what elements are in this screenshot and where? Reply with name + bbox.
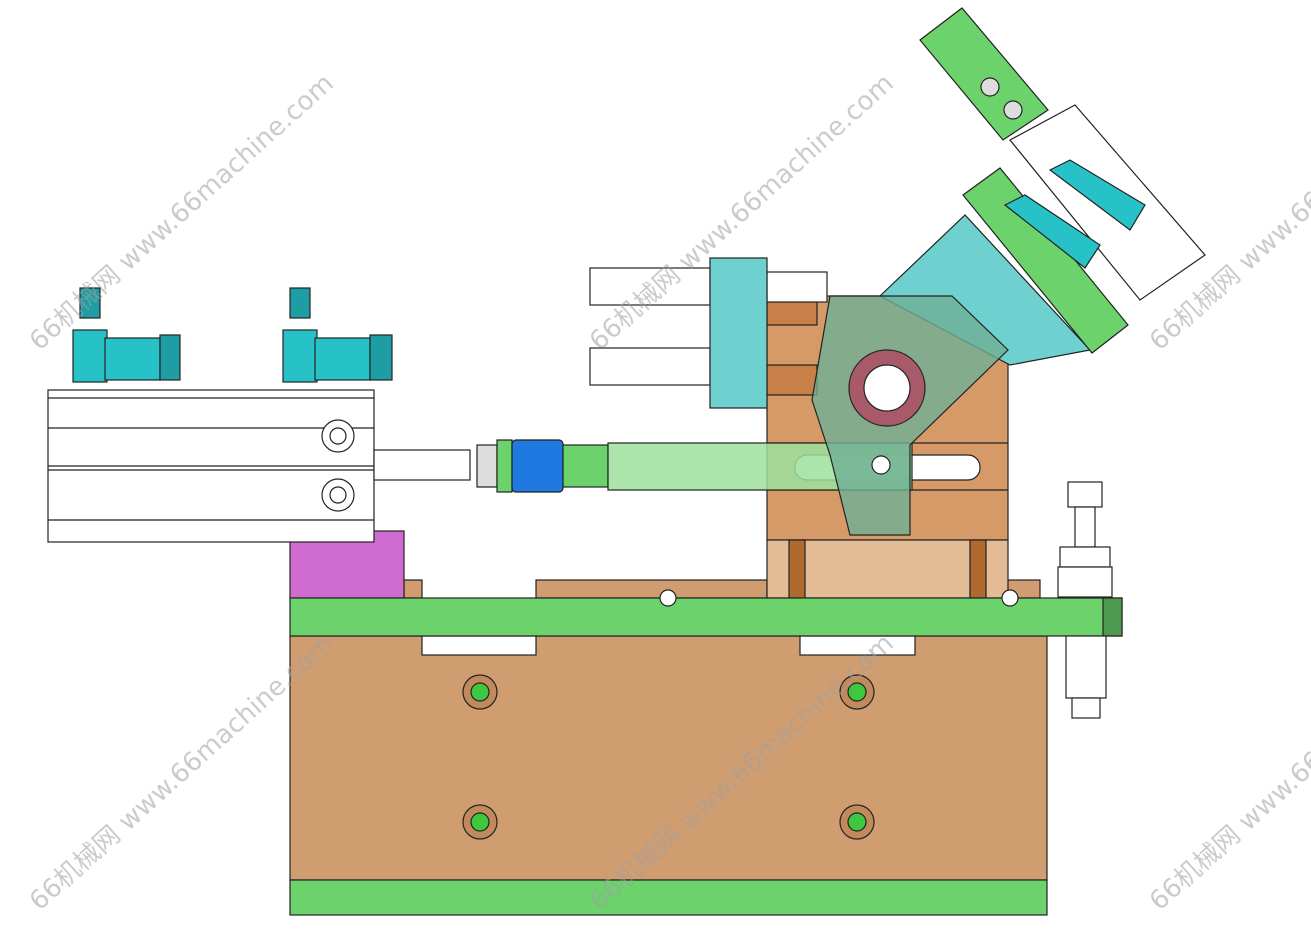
blue-coupling xyxy=(511,439,564,493)
upright-lower xyxy=(766,539,1009,599)
pin xyxy=(589,347,711,386)
green-clamp-plate xyxy=(962,167,1129,354)
flow-control-fitting xyxy=(72,287,393,383)
screw xyxy=(766,299,818,326)
plate-end xyxy=(1102,597,1123,637)
pin xyxy=(589,267,711,306)
notch xyxy=(421,635,537,656)
spacer xyxy=(535,579,768,599)
cyan-block xyxy=(709,257,768,409)
nut xyxy=(496,439,513,493)
nut xyxy=(476,444,498,488)
screw xyxy=(766,364,818,396)
pin xyxy=(766,271,828,303)
spacer xyxy=(403,579,423,599)
screw xyxy=(969,539,987,599)
green-plate xyxy=(289,597,1123,637)
nut xyxy=(562,444,609,488)
air-cylinder xyxy=(47,389,471,543)
green-top-block xyxy=(919,7,1049,141)
screw xyxy=(788,539,806,599)
bolt-holes xyxy=(462,674,875,840)
base-block xyxy=(289,635,1048,881)
clamp-fitting xyxy=(1003,159,1146,269)
base-bottom-plate xyxy=(289,879,1048,916)
proximity-sensor xyxy=(1057,481,1113,719)
notch xyxy=(799,635,916,656)
